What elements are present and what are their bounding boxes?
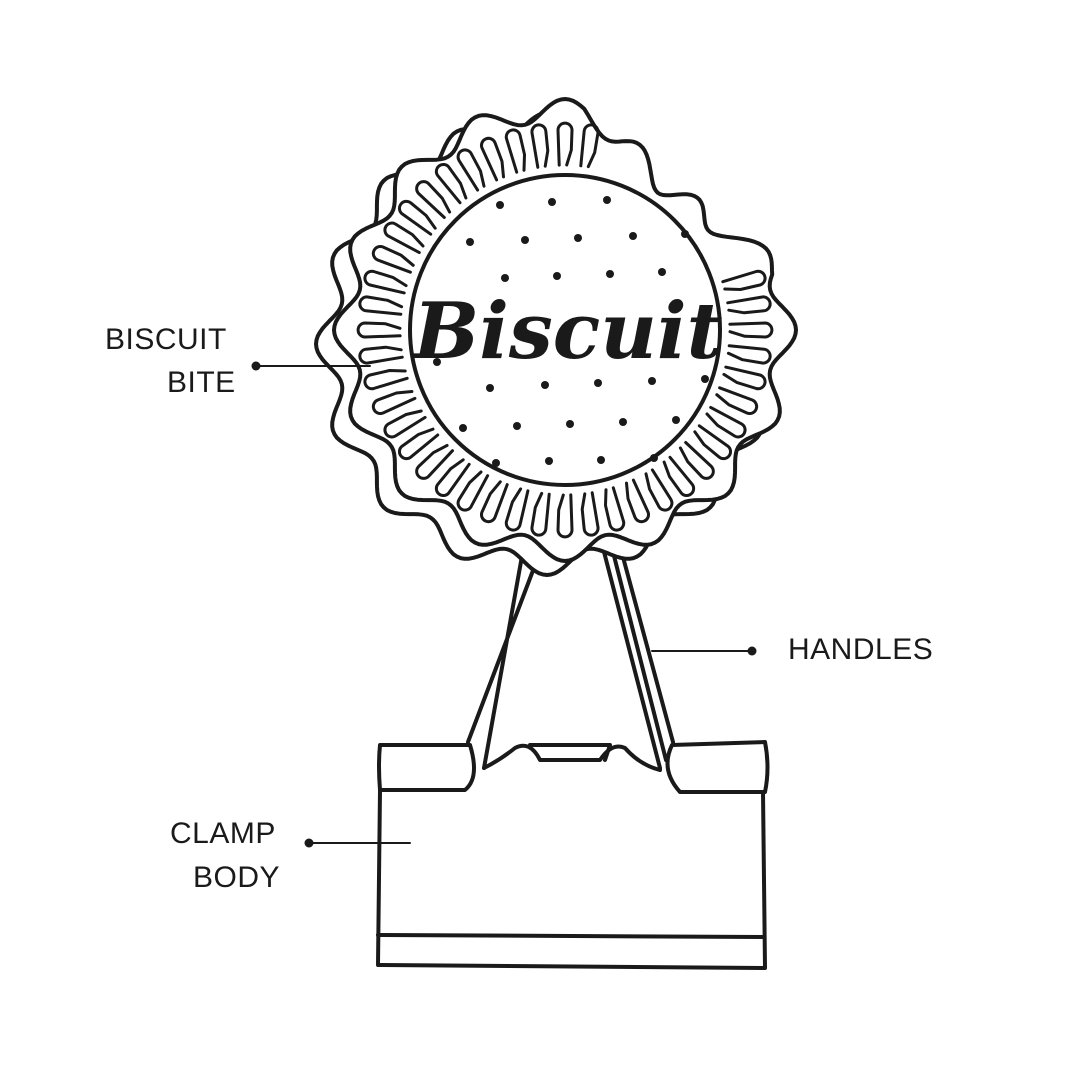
biscuit-dot	[459, 424, 467, 432]
biscuit-edge-mark	[371, 245, 415, 274]
biscuit-edge-mark	[397, 427, 440, 461]
biscuit-edge-mark	[705, 405, 747, 439]
biscuit-edge-mark	[722, 365, 767, 391]
biscuit-edge-mark	[715, 386, 759, 415]
biscuit-dot	[545, 457, 553, 465]
biscuit-edge-mark	[363, 369, 409, 391]
biscuit-dot	[466, 238, 474, 246]
biscuit-edge-mark	[556, 493, 574, 539]
biscuit-dot	[501, 274, 509, 282]
biscuit-edge-mark	[721, 269, 767, 291]
biscuit-dot	[648, 377, 656, 385]
biscuit-dot	[486, 384, 494, 392]
biscuit-dot	[658, 268, 666, 276]
biscuit-edge-mark	[625, 478, 650, 524]
biscuit-edge-mark	[358, 295, 404, 316]
biscuit-edge-mark	[415, 443, 454, 480]
biscuit-edge-mark	[434, 458, 471, 498]
biscuit-edge-mark	[726, 344, 772, 365]
biscuit-edge-mark	[415, 180, 452, 219]
clamp-body	[376, 740, 770, 970]
biscuit-dot	[553, 272, 561, 280]
label-handles: HANDLES	[788, 633, 934, 666]
biscuit-dot	[566, 420, 574, 428]
biscuit-edge-mark	[644, 468, 674, 512]
label-biscuit-bite-line1: BISCUIT	[105, 323, 227, 356]
leader-lines	[255, 365, 753, 844]
biscuit-edge-mark	[371, 390, 417, 415]
handles	[466, 544, 675, 770]
biscuit-dot	[606, 270, 614, 278]
biscuit-edge-mark	[383, 221, 425, 255]
biscuit-edge-mark	[480, 136, 505, 182]
biscuit-dot	[496, 201, 504, 209]
biscuit-edge-mark	[456, 470, 490, 512]
biscuit-dot	[629, 232, 637, 240]
biscuit-dot	[548, 198, 556, 206]
biscuit-edge-mark	[728, 321, 774, 339]
biscuit-front-layer	[332, 97, 798, 563]
biscuit-edge-mark	[693, 424, 733, 461]
biscuit-edge-mark	[579, 123, 600, 169]
biscuit-dot	[672, 416, 680, 424]
biscuit-edge-mark	[504, 128, 526, 174]
biscuit-dot	[701, 375, 709, 383]
biscuit	[314, 97, 798, 577]
biscuit-edge-mark	[604, 486, 626, 532]
biscuit-dot	[433, 358, 441, 366]
biscuit-logo-text: Biscuit	[411, 286, 722, 377]
biscuit-edge-mark	[358, 345, 404, 365]
biscuit-inner-ring	[408, 173, 722, 487]
label-clamp-line1: CLAMP	[170, 817, 276, 850]
leader-dots	[251, 361, 757, 848]
biscuit-edge-mark	[397, 199, 437, 236]
biscuit-dot	[492, 459, 500, 467]
biscuit-edge-mark	[480, 480, 509, 524]
biscuit-edge-mark	[530, 491, 551, 537]
label-biscuit-bite-line2: BITE	[167, 366, 236, 399]
biscuit-edge-mark	[678, 441, 715, 480]
biscuit-dot	[521, 236, 529, 244]
biscuit-edge-mark	[726, 295, 772, 315]
biscuit-dot	[650, 454, 658, 462]
biscuit-edge-mark	[530, 123, 550, 169]
biscuit-dot	[619, 418, 627, 426]
biscuit-dot	[513, 422, 521, 430]
label-clamp-line2: BODY	[193, 861, 281, 894]
biscuit-dot	[574, 234, 582, 242]
biscuit-edge-mark	[556, 121, 574, 167]
biscuit-edge-mark	[504, 487, 530, 532]
biscuit-dot	[594, 379, 602, 387]
biscuit-edge-mark	[356, 321, 402, 339]
biscuit-dot	[603, 196, 611, 204]
biscuit-dot	[597, 456, 605, 464]
biscuit-dot	[541, 381, 549, 389]
biscuit-edge-mark	[363, 269, 408, 295]
biscuit-edge-mark	[434, 162, 468, 205]
biscuit-edge-mark	[580, 491, 600, 537]
biscuit-edge-mark	[456, 148, 486, 192]
biscuit-dot	[681, 230, 689, 238]
biscuit-edge-mark	[383, 409, 427, 439]
biscuit-edge-mark	[662, 455, 696, 498]
